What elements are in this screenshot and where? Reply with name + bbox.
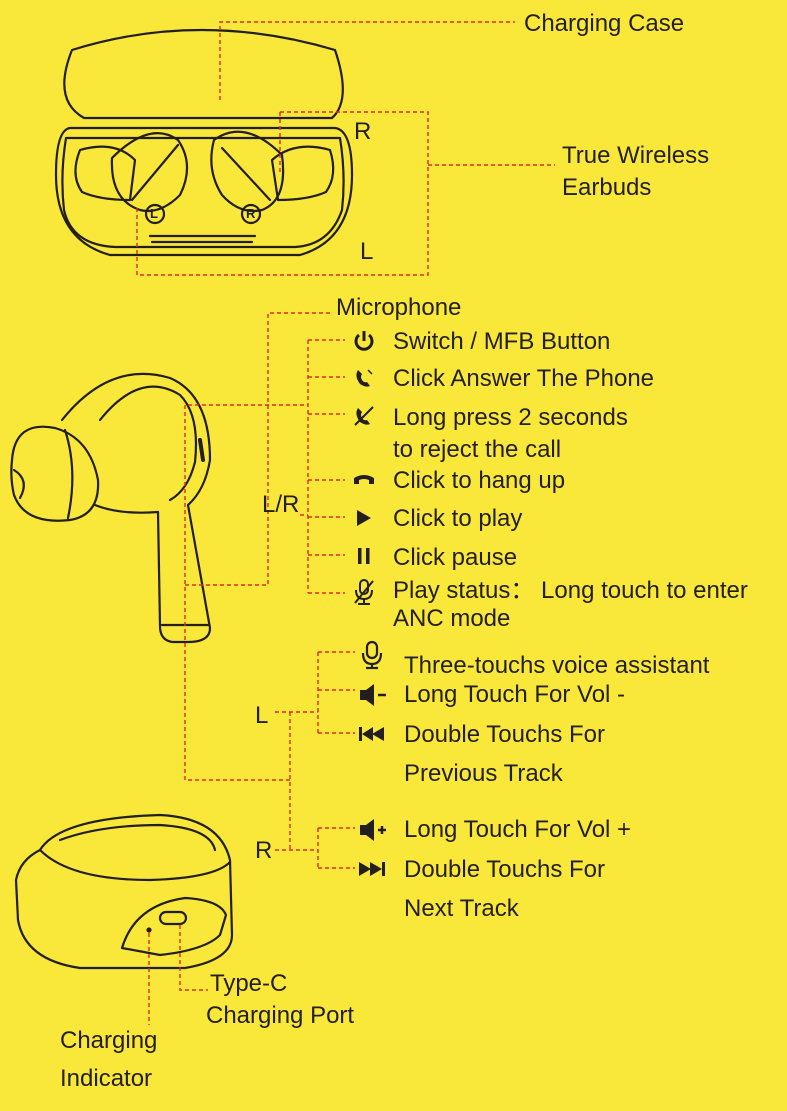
answer-label: Click Answer The Phone [393, 365, 655, 392]
case-bud-left [110, 132, 189, 213]
next-track-label-line1: Double Touchs For [404, 856, 605, 883]
right-marker: R [354, 118, 372, 145]
microphone-label: Microphone [336, 294, 462, 321]
previous-track-icon [359, 727, 384, 741]
charging-case-label: Charging Case [524, 10, 685, 37]
anc-label-line1: Play status： Long touch to enter [393, 577, 748, 604]
hang-up-label: Click to hang up [393, 467, 566, 494]
reject-label-line1: Long press 2 seconds [393, 404, 628, 431]
case-bottom-body [14, 813, 234, 970]
prev-track-label-line1: Double Touchs For [404, 721, 605, 748]
case-body [54, 126, 354, 257]
earbuds-label-line1: True Wireless [562, 142, 710, 169]
volume-up-icon [360, 819, 386, 841]
play-label: Click to play [393, 505, 523, 532]
port-label-line2: Charging Port [206, 1002, 355, 1029]
reject-label-line2: to reject the call [393, 436, 562, 463]
hang-up-icon [354, 475, 374, 484]
voice-assistant-label: Three-touchs voice assistant [404, 652, 710, 679]
anc-label-line2: ANC mode [393, 605, 511, 632]
bud-left-badge: L [150, 206, 158, 221]
phone-reject-icon [354, 406, 374, 426]
power-icon [354, 331, 374, 351]
pause-label: Click pause [393, 544, 518, 571]
right-controls-label: R [255, 837, 273, 864]
play-icon [357, 510, 371, 526]
left-marker: L [360, 238, 374, 265]
phone-answer-icon [356, 369, 373, 387]
vol-down-label: Long Touch For Vol - [404, 681, 626, 708]
earbuds-label-line2: Earbuds [562, 174, 652, 201]
earbud-tip [10, 425, 100, 522]
vol-up-label: Long Touch For Vol + [404, 816, 632, 843]
volume-down-icon [360, 684, 386, 706]
next-track-label-line2: Next Track [404, 895, 519, 922]
indicator-label-line1: Charging [60, 1027, 158, 1054]
mic-off-icon [354, 579, 374, 605]
port-label-line1: Type-C [210, 970, 288, 997]
lr-label: L/R [262, 491, 300, 518]
pause-icon [358, 548, 370, 564]
switch-label: Switch / MFB Button [393, 328, 611, 355]
earbud-body [60, 372, 212, 644]
bud-right-badge: R [246, 206, 256, 221]
next-track-icon [359, 862, 385, 876]
case-lid [63, 28, 344, 120]
left-controls-label: L [255, 702, 269, 729]
case-bud-right [210, 130, 285, 213]
prev-track-label-line2: Previous Track [404, 760, 563, 787]
indicator-label-line2: Indicator [60, 1065, 153, 1092]
mic-icon [361, 640, 383, 670]
